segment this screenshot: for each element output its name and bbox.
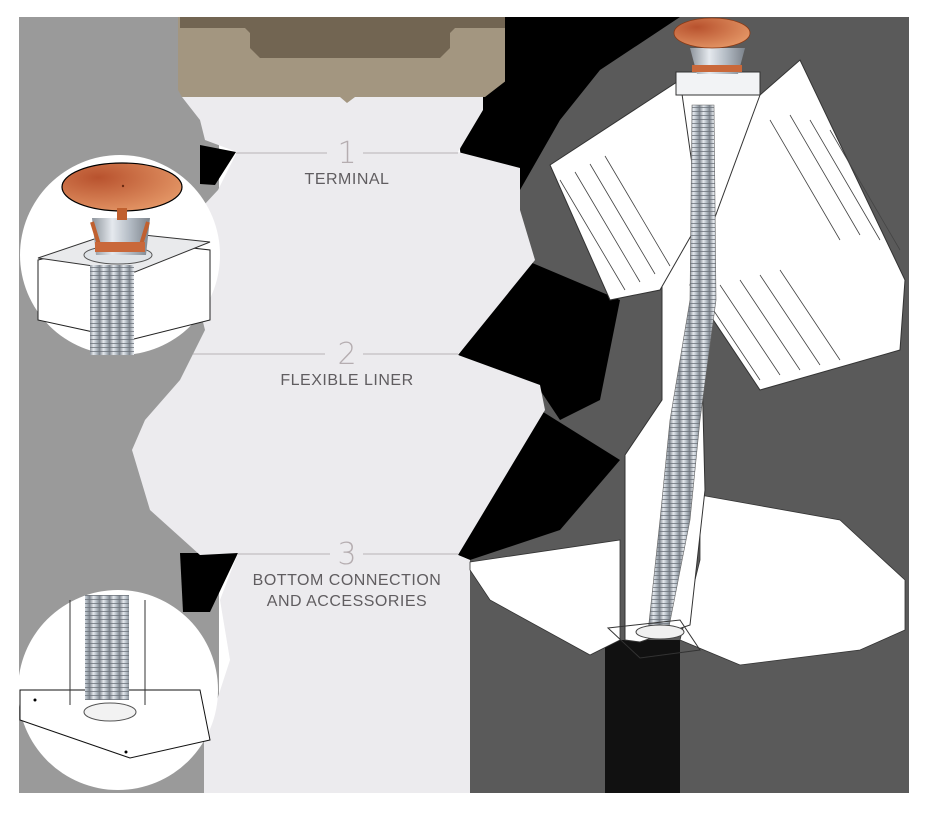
bottom-callout-detail <box>19 595 211 759</box>
floor-slab-left <box>469 539 621 656</box>
black-shadow-bottom <box>605 640 680 793</box>
step-1-title: TERMINAL <box>304 171 390 188</box>
step-3: 3 BOTTOM CONNECTION AND ACCESSORIES <box>230 540 464 612</box>
black-wedge-left-bottom <box>180 553 238 612</box>
header-black-edge <box>505 17 515 97</box>
step-2-number: 2 <box>337 337 357 372</box>
center-panel <box>132 97 545 793</box>
step-3-number: 3 <box>337 537 357 572</box>
black-wedge-mid <box>458 262 620 420</box>
terminal-callout-detail <box>37 162 211 355</box>
step-3-title-line2: AND ACCESSORIES <box>266 593 428 610</box>
black-wedge-left-top <box>200 145 236 185</box>
main-chimney-illustration <box>469 17 906 666</box>
header-banner-dark <box>180 17 505 58</box>
step-2-title: FLEXIBLE LINER <box>280 372 414 389</box>
step-3-title-line1: BOTTOM CONNECTION <box>252 572 442 589</box>
main-terminal-cap <box>673 17 751 49</box>
step-1-number: 1 <box>337 136 357 171</box>
step-1: 1 TERMINAL <box>250 139 444 190</box>
step-2: 2 FLEXIBLE LINER <box>240 340 454 391</box>
